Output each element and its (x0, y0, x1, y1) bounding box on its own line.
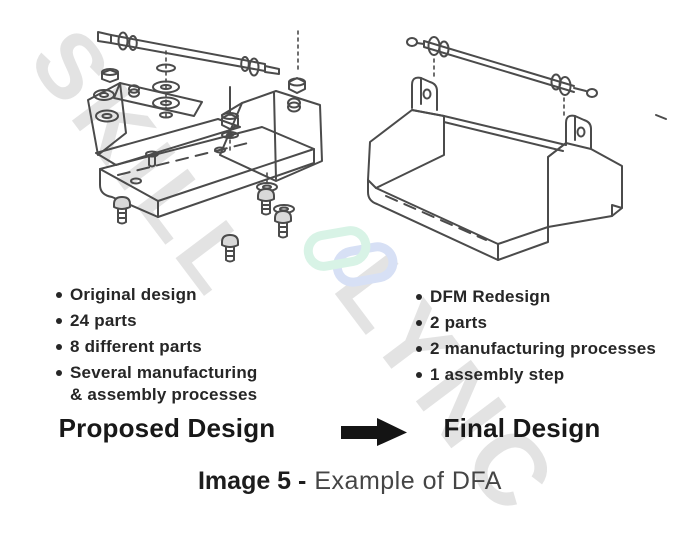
bullet-label: Several manufacturing & assembly process… (70, 363, 258, 404)
proposed-design-heading: Proposed Design (58, 413, 276, 443)
bullet-label: 2 manufacturing processes (430, 339, 657, 358)
bullet-label: 1 assembly step (430, 365, 565, 384)
bullet-label: DFM Redesign (430, 287, 551, 306)
bullet-dot-icon (416, 320, 422, 326)
list-item: 8 different parts (56, 336, 356, 358)
final-design-heading: Final Design (443, 413, 601, 443)
final-design-bracket-drawing (367, 36, 667, 261)
bullet-label: 8 different parts (70, 337, 202, 356)
bullet-label: Original design (70, 285, 197, 304)
chain-link-icon (303, 226, 398, 287)
bullet-dot-icon (56, 318, 62, 324)
list-item: 1 assembly step (416, 364, 686, 386)
caption-label: Image 5 - (197, 467, 307, 495)
bullet-label: 24 parts (70, 311, 137, 330)
original-design-exploded-drawing (87, 30, 323, 263)
bullet-dot-icon (56, 344, 62, 350)
bullet-dot-icon (56, 292, 62, 298)
bullet-dot-icon (416, 346, 422, 352)
bullet-label: 2 parts (430, 313, 488, 332)
image-caption: Image 5 -Example of DFA (0, 467, 700, 496)
list-item: 2 parts (416, 312, 686, 334)
original-design-bullet-list: Original design 24 parts 8 different par… (56, 284, 356, 410)
bullet-dot-icon (56, 370, 62, 376)
list-item: Several manufacturing & assembly process… (56, 362, 356, 406)
bullet-dot-icon (416, 294, 422, 300)
list-item: Original design (56, 284, 356, 306)
list-item: DFM Redesign (416, 286, 686, 308)
list-item: 2 manufacturing processes (416, 338, 686, 360)
dfm-redesign-bullet-list: DFM Redesign 2 parts 2 manufacturing pro… (416, 286, 686, 390)
bullet-dot-icon (416, 372, 422, 378)
right-arrow-icon (341, 418, 407, 446)
caption-text: Example of DFA (314, 467, 502, 495)
list-item: 24 parts (56, 310, 356, 332)
